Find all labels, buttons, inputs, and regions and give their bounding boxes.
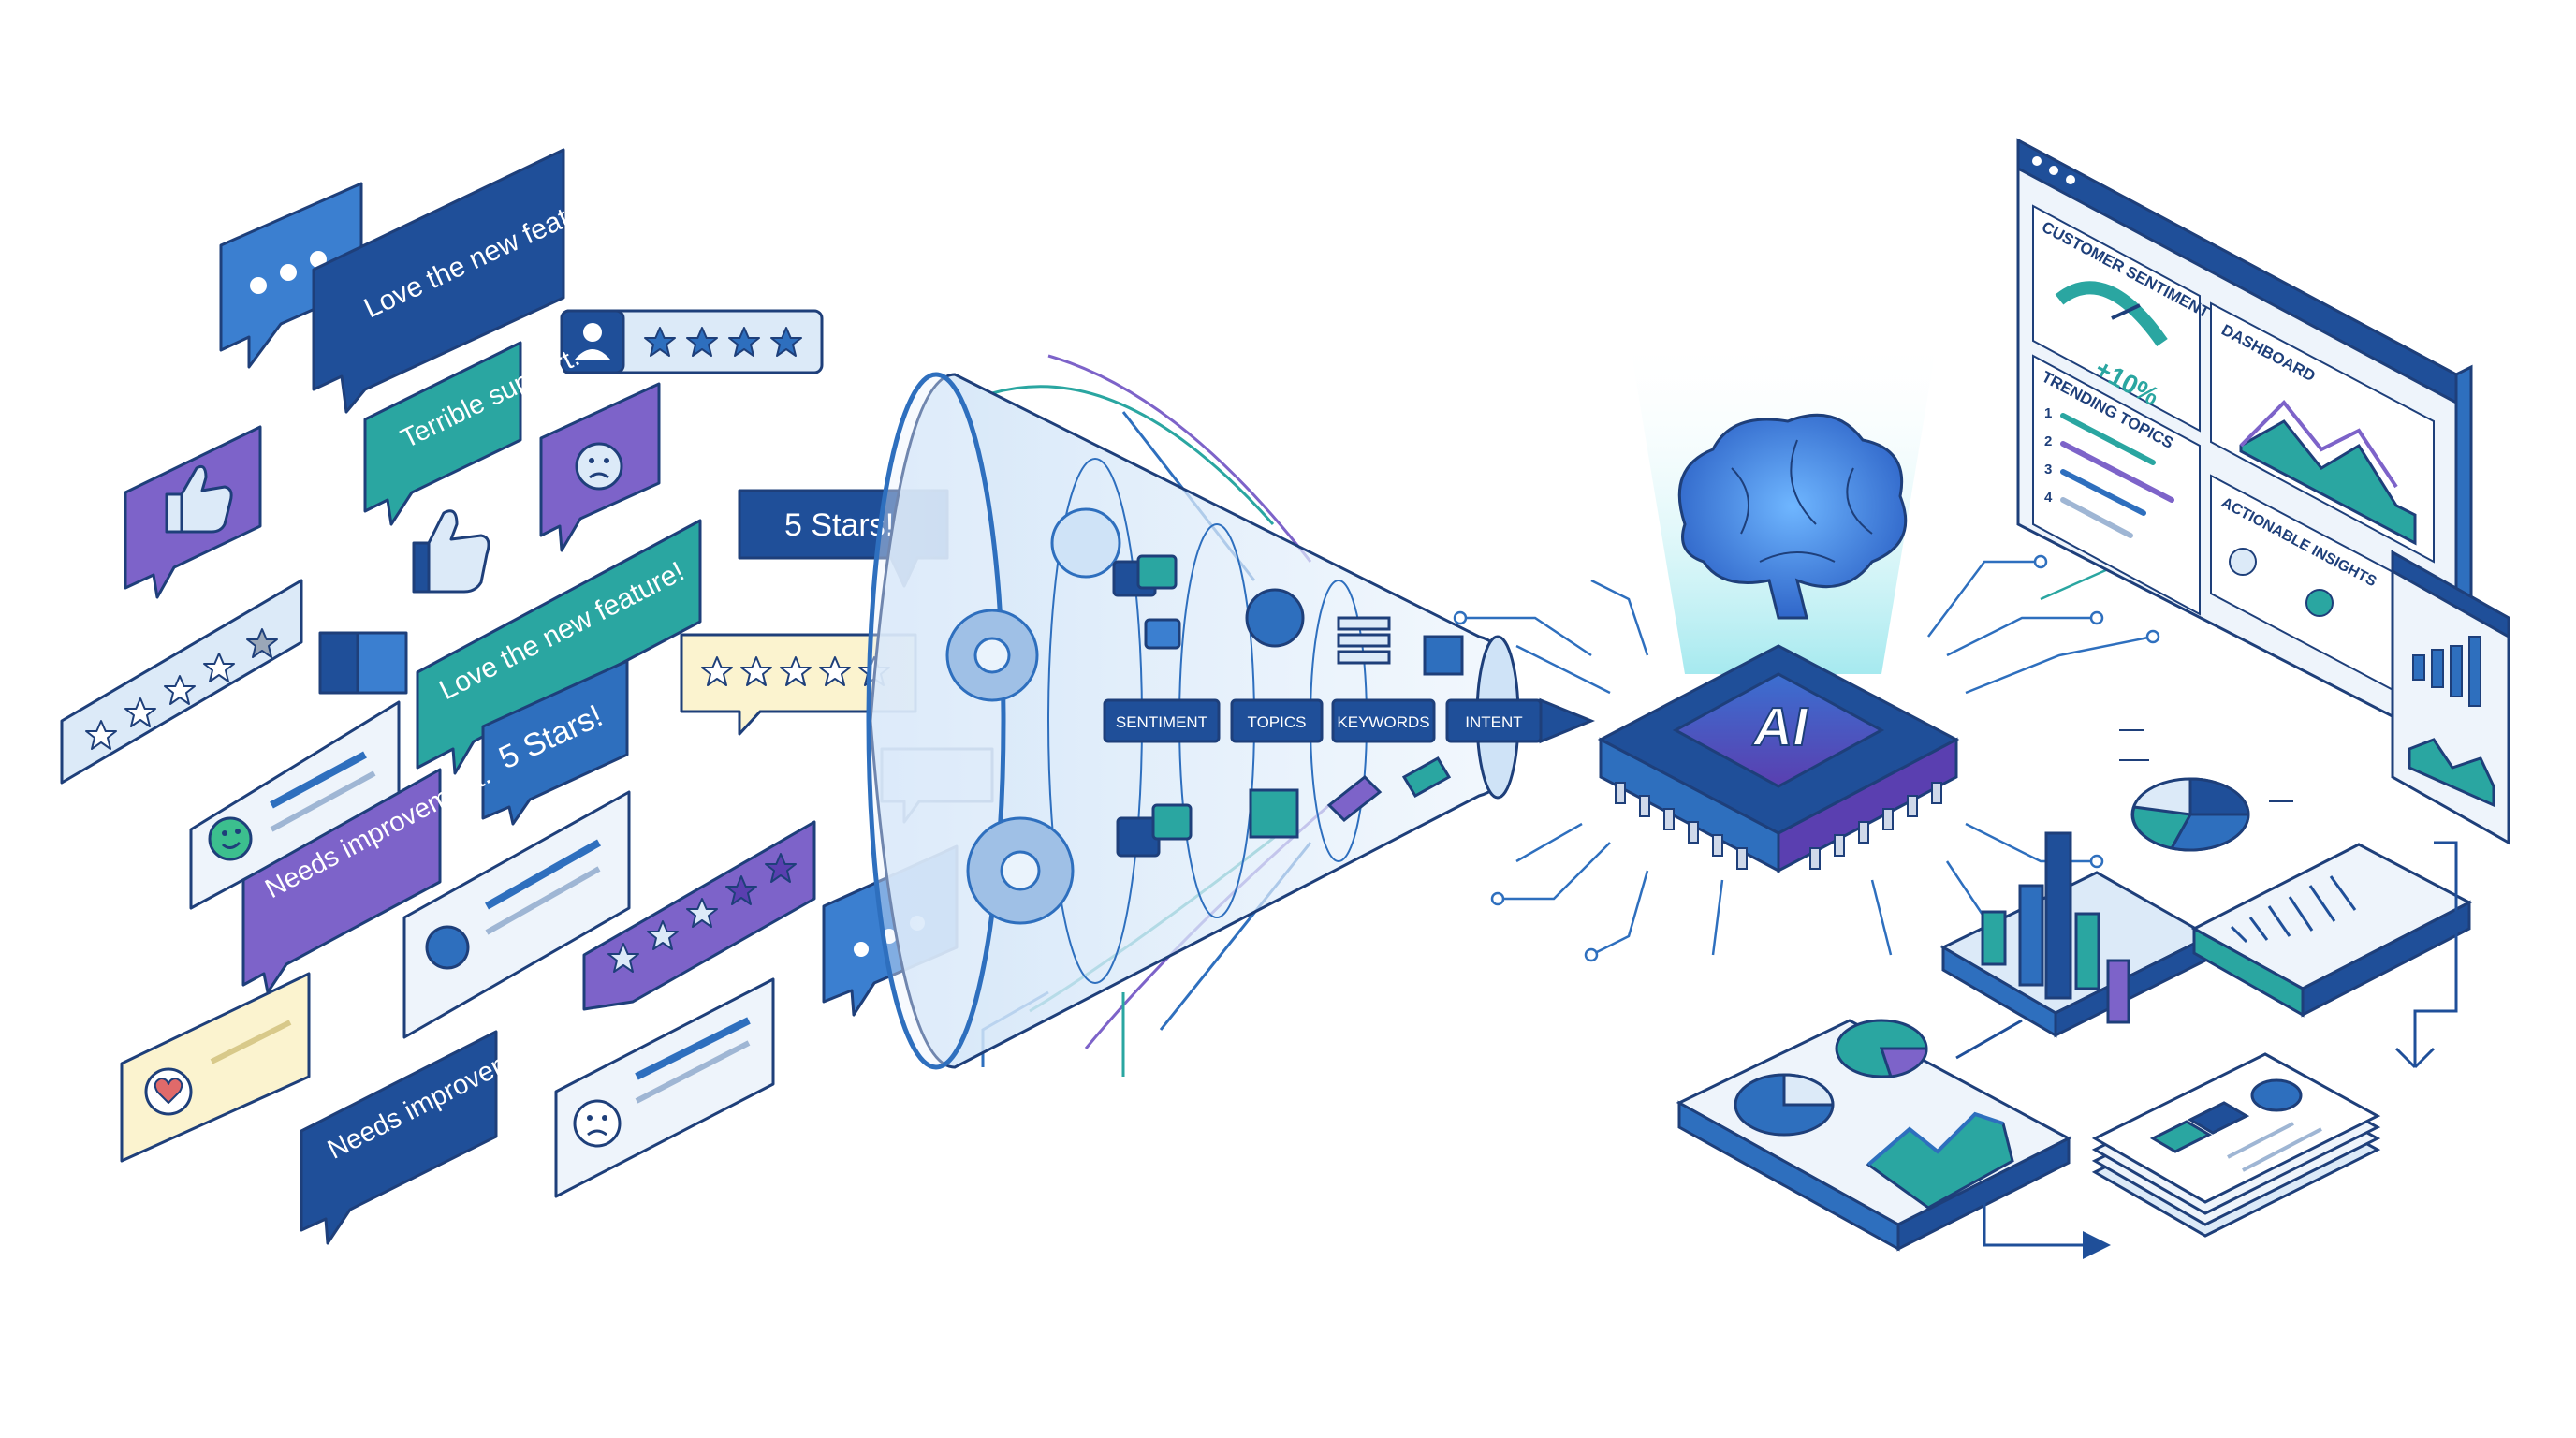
sad-face-icon [575, 442, 623, 491]
heart-icon [144, 1067, 193, 1116]
ellipsis-bubble-top [219, 182, 363, 369]
star-rating-bubble-purple [582, 820, 816, 1011]
label-sentiment: SENTIMENT [1116, 713, 1208, 731]
bar-card-right [2190, 843, 2473, 1018]
gauge-icon [2055, 281, 2168, 347]
thumbs-up-card-blue [318, 631, 408, 695]
sad-face-bubble [539, 382, 661, 552]
brain-icon [1677, 413, 1908, 620]
star-icon [644, 327, 802, 357]
star-rating-bubble-cream [680, 633, 917, 736]
happy-face-icon [208, 816, 253, 861]
gear-icon [945, 507, 1121, 925]
ellipsis-icon [250, 251, 327, 294]
thumbs-up-icon [165, 464, 233, 534]
flow-connectors [1955, 841, 2458, 1259]
report-stack-right [2091, 1052, 2381, 1238]
review-card-sad [554, 977, 775, 1198]
thumbs-up-bubble [124, 425, 262, 599]
ai-processor: AI [1453, 337, 2273, 962]
review-card-thumbs [402, 790, 631, 1039]
floating-pie-chart [2119, 729, 2293, 852]
user-rating-card [560, 309, 824, 374]
trending-number-2: 2 [2044, 433, 2052, 449]
mobile-analytics-panel [2391, 550, 2510, 845]
feedback-five-stars-1-text: 5 Stars! [784, 507, 894, 543]
thumbs-up-icon-standalone [412, 509, 490, 594]
bar-chart-platform [1939, 831, 2213, 1038]
feedback-terrible-support: Terrible support. [363, 341, 584, 526]
feedback-needs-improvement-2: Needs improvement. [300, 1025, 560, 1245]
user-icon [575, 323, 610, 360]
dashboard-panel: DASHBOARD [2210, 301, 2435, 564]
label-topics: TOPICS [1248, 713, 1307, 731]
funnel-labels: SENTIMENT TOPICS KEYWORDS INTENT [1103, 697, 1595, 744]
trending-number-1: 1 [2044, 405, 2052, 421]
area-chart [2239, 419, 2417, 546]
review-card-heart [120, 972, 311, 1163]
chart-icon [2412, 636, 2481, 707]
feedback-cloud: Love the new feature! Terrible support. [60, 148, 994, 1245]
chip-label: AI [1749, 697, 1813, 757]
analysis-funnel: SENTIMENT TOPICS KEYWORDS INTENT [866, 354, 1595, 1077]
trending-number-4: 4 [2044, 490, 2053, 506]
star-rating-bar-left [60, 579, 303, 785]
report-card-left [1676, 1019, 2072, 1252]
review-card-happy [189, 700, 401, 910]
label-intent: INTENT [1465, 713, 1522, 731]
trending-number-3: 3 [2044, 462, 2052, 477]
label-keywords: KEYWORDS [1337, 713, 1429, 731]
dashboard-window: CUSTOMER SENTIMENT +10% DASHBOARD TRENDI… [2016, 138, 2473, 752]
